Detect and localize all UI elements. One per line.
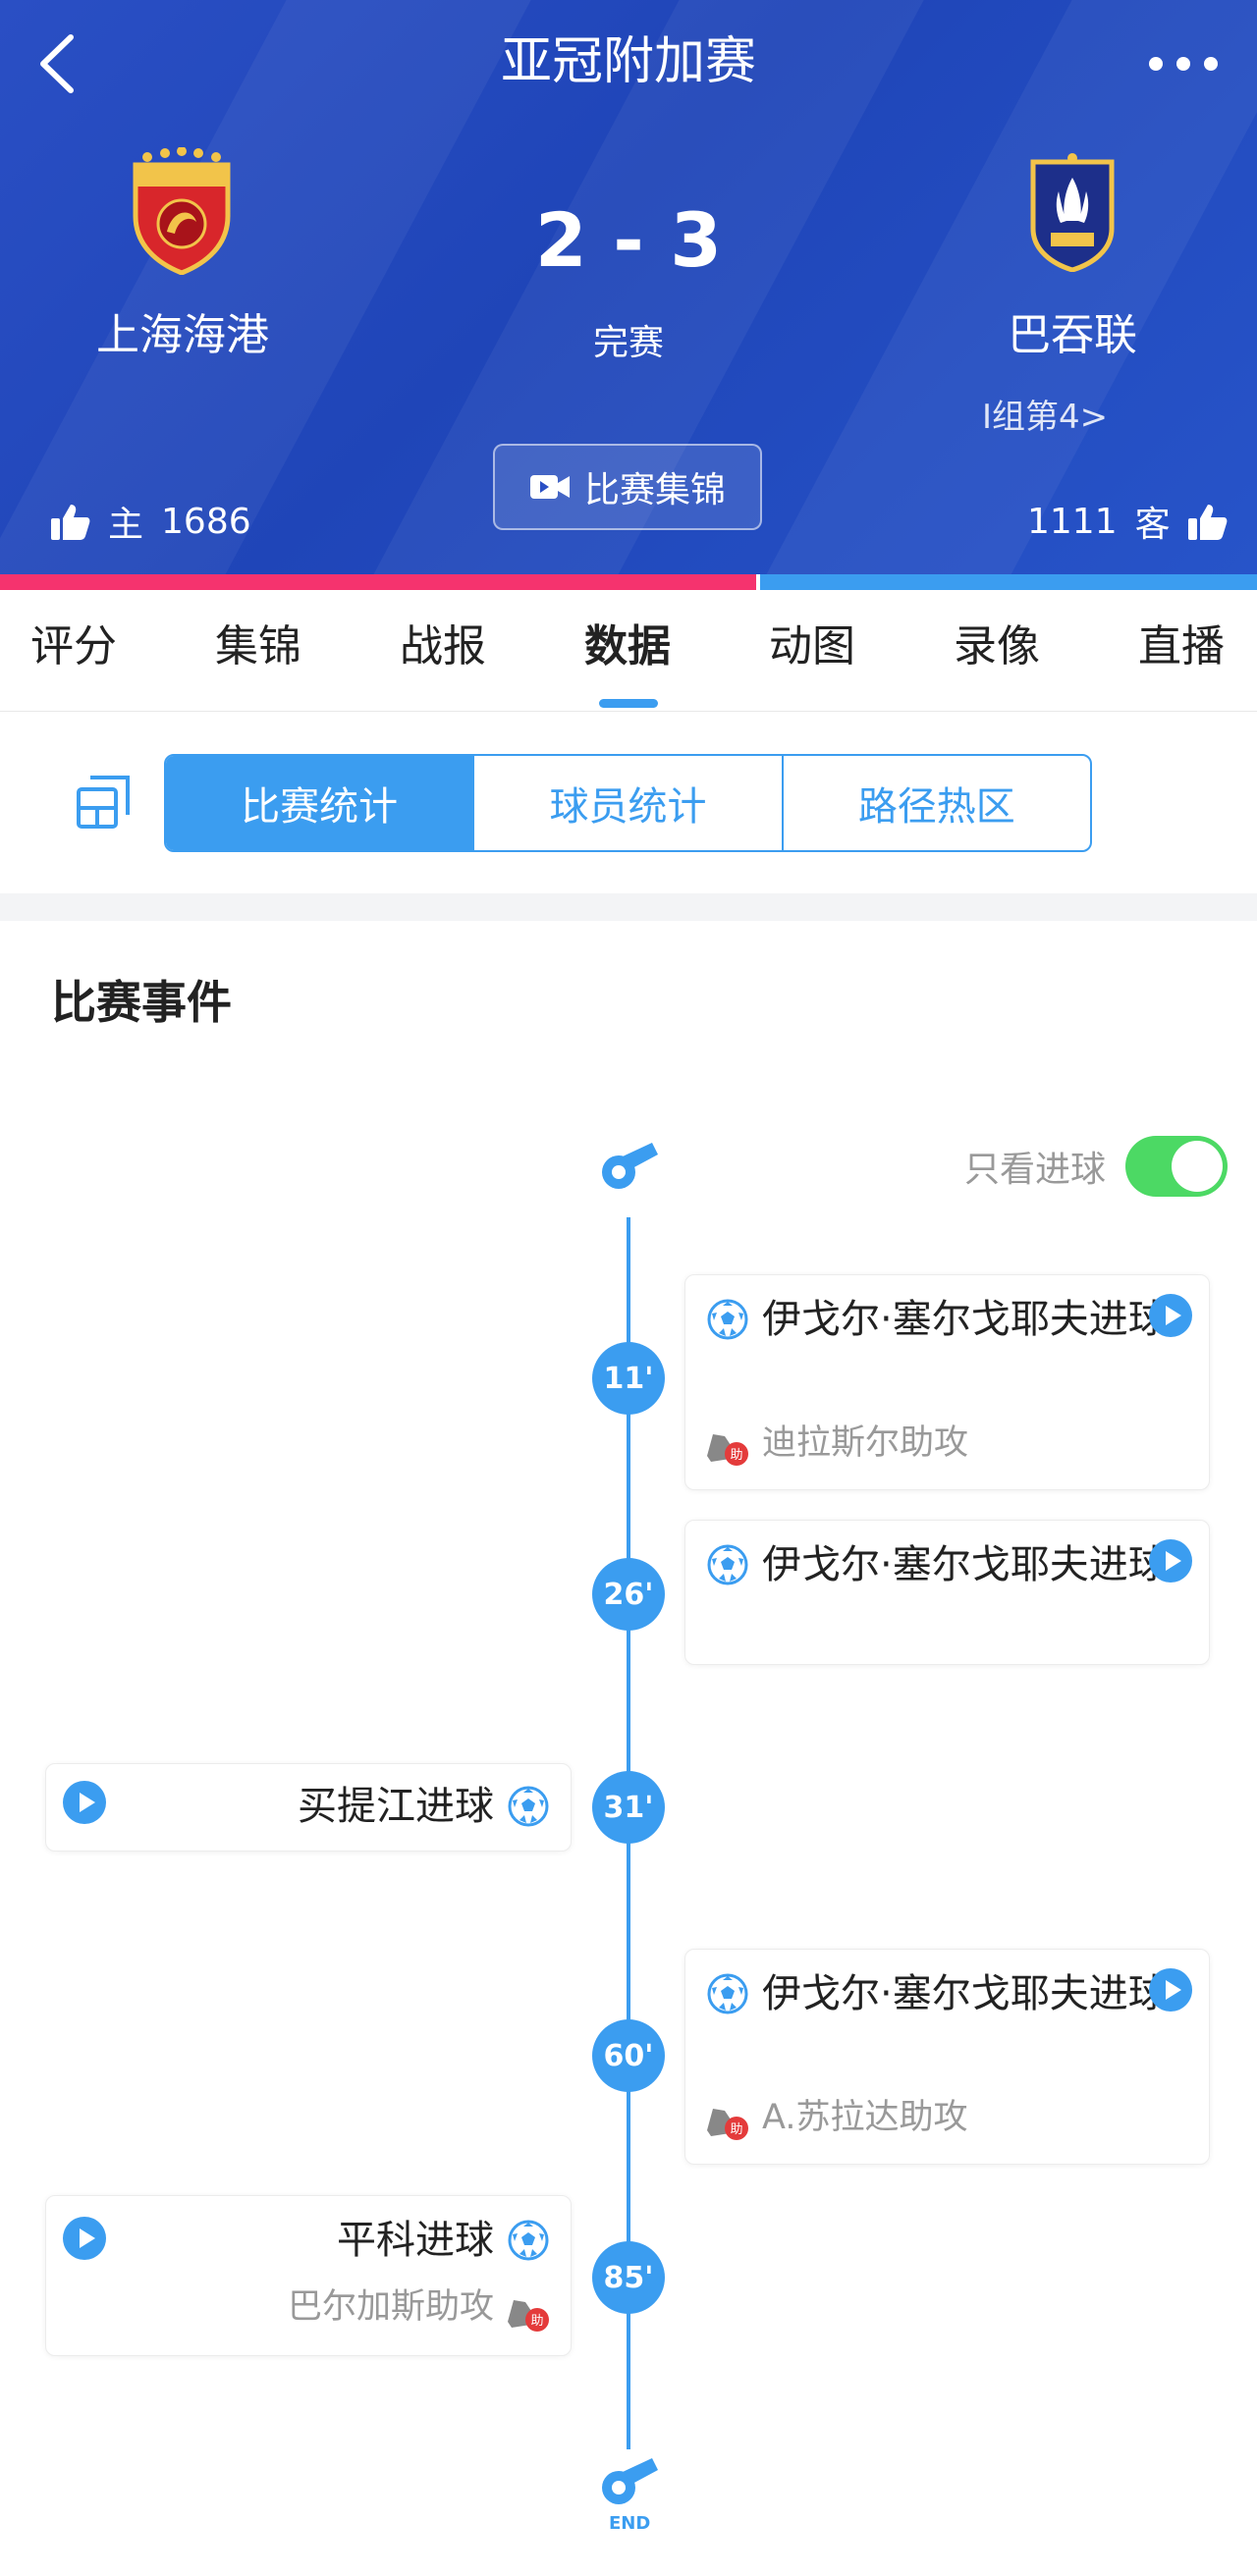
back-arrow-icon[interactable] [33,31,82,96]
active-tab-indicator [599,699,658,708]
assist-boot-icon: 助 [707,2109,748,2140]
home-team-name[interactable]: 上海海港 [96,310,269,360]
minute-marker: 26' [592,1558,665,1631]
play-video-icon[interactable] [1148,1967,1193,2012]
tab-gifs[interactable]: 动图 [769,621,855,671]
match-status: 完赛 [592,323,664,363]
event-assist-text: 迪拉斯尔助攻 [762,1423,969,1463]
thumbs-up-icon [51,505,90,540]
match-score: 2 - 3 [534,196,723,284]
soccer-ball-icon [508,1786,549,1827]
end-label: END [609,2513,651,2534]
event-player-text: 伊戈尔·塞尔戈耶夫进球 [762,1971,1168,2016]
match-header: 亚冠附加赛 上海海港 2 - 3 完赛 巴吞联 I组第4> [0,0,1257,574]
event-card[interactable]: 买提江进球 [45,1763,572,1852]
home-like-count: 1686 [161,501,251,542]
tab-replay[interactable]: 录像 [954,621,1040,671]
play-video-icon[interactable] [1148,1293,1193,1338]
whistle-end-icon [602,2458,658,2504]
tab-report[interactable]: 战报 [400,621,486,671]
section-divider [0,893,1257,921]
minute-marker: 31' [592,1771,665,1844]
soccer-ball-icon [707,1544,748,1585]
assist-boot-icon: 助 [707,1434,748,1466]
segment-match-stats[interactable]: 比赛统计 [166,756,475,850]
more-options-icon[interactable] [1149,49,1218,79]
away-team-name[interactable]: 巴吞联 [1008,310,1137,360]
whistle-start-icon [602,1143,658,1189]
match-highlights-button[interactable]: 比赛集锦 [493,444,762,530]
tab-rating[interactable]: 评分 [30,621,117,671]
event-assist-text: A.苏拉达助攻 [762,2098,968,2137]
away-like-count: 1111 [1027,501,1118,542]
away-like-group[interactable]: 1111 客 [1027,496,1228,547]
svg-text:助: 助 [530,2314,543,2329]
home-support-bar [0,574,756,590]
assist-boot-icon: 助 [508,2300,549,2332]
event-player-text: 伊戈尔·塞尔戈耶夫进球 [762,1542,1168,1587]
play-video-icon[interactable] [62,1780,107,1825]
tab-live[interactable]: 直播 [1138,621,1225,671]
goal-filter-label: 只看进球 [963,1150,1106,1190]
segment-heatmap[interactable]: 路径热区 [857,784,1015,830]
svg-text:助: 助 [730,1448,742,1463]
soccer-ball-icon [508,2220,549,2261]
page-title: 亚冠附加赛 [500,32,756,91]
group-ranking-link[interactable]: I组第4> [982,398,1109,437]
event-card[interactable]: 伊戈尔·塞尔戈耶夫进球 助 迪拉斯尔助攻 [684,1274,1210,1490]
event-card[interactable]: 伊戈尔·塞尔戈耶夫进球 [684,1520,1210,1665]
play-video-icon[interactable] [1148,1538,1193,1583]
minute-marker: 11' [592,1342,665,1415]
soccer-ball-icon [707,1973,748,2014]
goal-only-toggle[interactable] [1125,1136,1228,1197]
svg-text:助: 助 [730,2122,742,2137]
goal-filter[interactable]: 只看进球 [964,1136,1228,1197]
home-team-crest-icon[interactable] [128,147,236,275]
play-video-icon[interactable] [62,2216,107,2261]
event-player-text: 买提江进球 [298,1784,494,1829]
home-side-label: 主 [108,505,144,545]
segment-player-stats[interactable]: 球员统计 [474,756,784,850]
tab-highlights[interactable]: 集锦 [215,621,301,671]
event-player-text: 伊戈尔·塞尔戈耶夫进球 [762,1297,1168,1342]
home-like-group[interactable]: 主 1686 [51,496,251,547]
event-assist-text: 巴尔加斯助攻 [287,2287,494,2327]
soccer-ball-icon [707,1299,748,1340]
away-team-crest-icon[interactable] [1029,152,1116,272]
thumbs-up-icon [1187,505,1228,540]
section-title: 比赛事件 [51,976,232,1029]
tab-data[interactable]: 数据 [584,621,671,671]
switch-layout-icon[interactable] [75,774,132,831]
stats-segment-area: 比赛统计 球员统计 路径热区 [0,713,1257,893]
minute-marker: 60' [592,2019,665,2092]
video-camera-icon [529,475,570,499]
away-side-label: 客 [1134,505,1171,545]
stats-segmented-control: 比赛统计 球员统计 路径热区 [164,754,1092,852]
away-support-bar [760,574,1257,590]
event-card[interactable]: 平科进球 巴尔加斯助攻 助 [45,2195,572,2356]
event-card[interactable]: 伊戈尔·塞尔戈耶夫进球 助 A.苏拉达助攻 [684,1949,1210,2165]
match-highlights-label: 比赛集锦 [583,470,726,510]
minute-marker: 85' [592,2241,665,2314]
event-player-text: 平科进球 [337,2218,494,2263]
main-tab-bar: 评分 集锦 战报 数据 动图 录像 直播 [0,590,1257,712]
